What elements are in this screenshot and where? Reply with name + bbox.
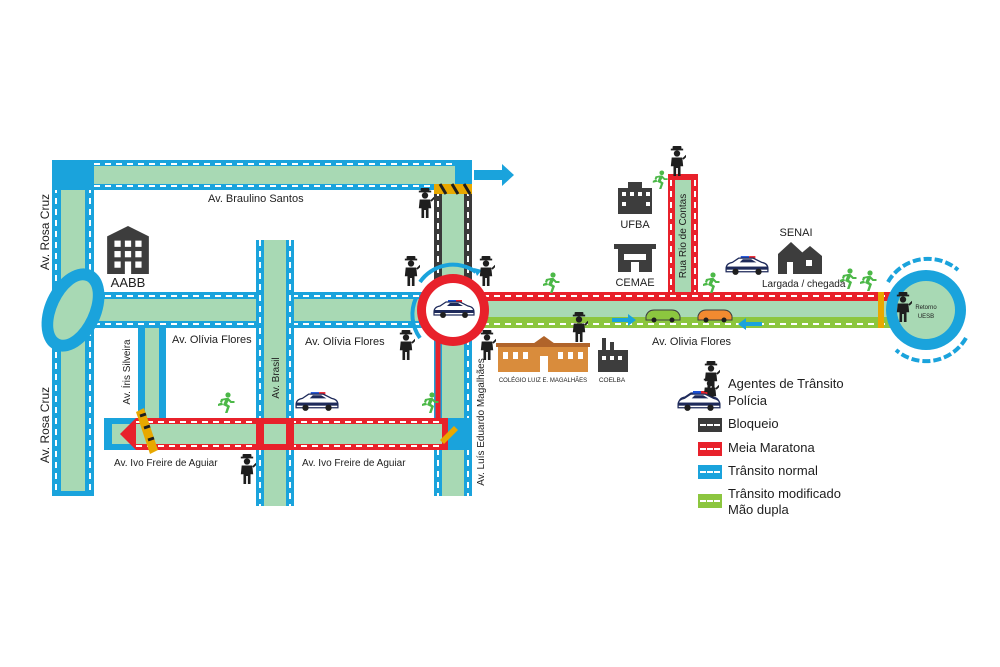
roadblock-icon xyxy=(440,426,458,444)
street-labels: Av. Braulino Santos Av. Rosa Cruz Av. Ro… xyxy=(38,193,732,486)
road-blocked-segment xyxy=(434,190,472,284)
place-label-colegio: COLÉGIO LUIZ E. MAGALHÃES xyxy=(499,377,587,384)
runner-icon xyxy=(860,270,877,291)
traffic-agent-icon xyxy=(418,188,434,218)
school-building xyxy=(496,336,590,372)
traffic-agent-icon xyxy=(404,256,420,286)
roadblock-icon xyxy=(878,292,884,328)
street-label-rosa-cruz-south: Av. Rosa Cruz xyxy=(38,387,52,463)
traffic-agent-icon xyxy=(240,454,256,484)
roundabout-central xyxy=(410,262,489,346)
street-label-rio-de-contas: Rua Rio de Contas xyxy=(678,194,689,279)
street-label-iris: Av. Íris Silveira xyxy=(120,339,133,405)
street-label-luis-eduardo: Av. Luís Eduardo Magalhães xyxy=(476,358,487,486)
road-olivia-flores-east xyxy=(472,292,892,328)
building-icon xyxy=(107,226,149,274)
police-car-icon xyxy=(725,256,769,275)
place-label-cemae: CEMAE xyxy=(615,277,654,289)
legend-swatch-normal xyxy=(698,465,722,479)
road-luis-eduardo xyxy=(434,328,472,496)
place-labels: AABB UFBA CEMAE SENAI Largada / chegada … xyxy=(111,219,846,384)
place-label-largada: Largada / chegada xyxy=(762,279,846,290)
factory-building xyxy=(598,338,628,372)
legend-modificado: Trânsito modificado xyxy=(728,486,841,501)
roadblock-icon xyxy=(136,408,158,454)
roundabout-uesb: Retorno UESB xyxy=(886,256,968,364)
place-label-senai: SENAI xyxy=(779,227,812,239)
roundabout-rosa-cruz xyxy=(41,268,105,352)
road-iris-silveira xyxy=(138,328,166,418)
retorno-label: Retorno xyxy=(915,305,937,311)
building-icon xyxy=(778,242,822,274)
road-braulino-santos xyxy=(52,160,472,190)
roadblock-icon xyxy=(434,183,472,195)
legend-bloqueio: Bloqueio xyxy=(728,416,779,431)
street-label-brasil: Av. Brasil xyxy=(271,357,282,398)
legend-policia: Polícia xyxy=(728,393,768,408)
place-label-aabb: AABB xyxy=(111,275,146,290)
road-rio-de-contas xyxy=(668,174,698,292)
road-olivia-flores-west xyxy=(52,292,437,328)
legend-agentes: Agentes de Trânsito xyxy=(728,376,844,391)
street-label-olivia-3: Av. Olivia Flores xyxy=(652,336,732,348)
legend-swatch-modificado xyxy=(698,494,722,508)
traffic-agent-icon xyxy=(480,330,496,360)
uesb-label: UESB xyxy=(918,314,934,320)
buildings xyxy=(107,182,822,372)
runner-icon xyxy=(703,272,720,293)
street-label-rosa-cruz-north: Av. Rosa Cruz xyxy=(38,194,52,270)
flow-arrows xyxy=(474,164,762,330)
civilian-cars xyxy=(645,309,733,323)
street-label-olivia-1: Av. Olívia Flores xyxy=(172,334,252,346)
police-car-icon xyxy=(295,392,339,411)
roundabout-arrow-icon xyxy=(474,268,482,276)
traffic-agent-icon xyxy=(399,330,415,360)
legend-swatch-meia xyxy=(698,442,722,456)
street-label-braulino: Av. Braulino Santos xyxy=(208,193,304,205)
legend-mao-dupla: Mão dupla xyxy=(728,502,789,517)
building-icon xyxy=(614,244,656,272)
road-brasil xyxy=(256,240,294,506)
runner-icon xyxy=(218,392,235,413)
legend-meia: Meia Maratona xyxy=(728,440,815,455)
police-car-icon xyxy=(677,392,721,411)
legend-swatch-bloqueio xyxy=(698,418,722,432)
place-label-ufba: UFBA xyxy=(620,219,650,231)
street-label-olivia-2: Av. Olívia Flores xyxy=(305,336,385,348)
runner-icon xyxy=(652,170,668,189)
road-network xyxy=(52,160,892,506)
road-ivo-freire xyxy=(104,418,472,450)
street-label-ivo-2: Av. Ivo Freire de Aguiar xyxy=(302,458,406,469)
legend-normal: Trânsito normal xyxy=(728,463,818,478)
traffic-agent-icon xyxy=(479,256,495,286)
street-label-ivo-1: Av. Ivo Freire de Aguiar xyxy=(114,458,218,469)
traffic-agent-icon xyxy=(670,146,686,176)
runner-icon xyxy=(543,272,560,293)
place-label-coelba: COELBA xyxy=(599,377,626,384)
building-icon xyxy=(618,182,652,214)
